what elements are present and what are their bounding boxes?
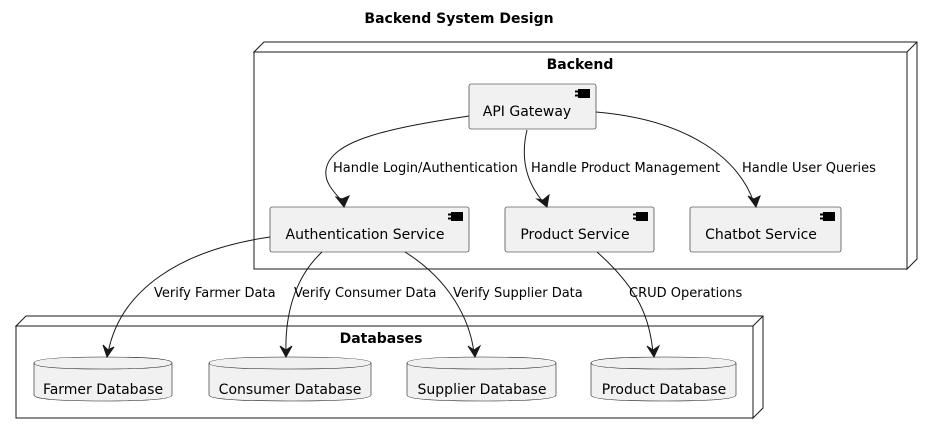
edge-verify-consumer-label: Verify Consumer Data — [294, 286, 436, 301]
edge-login: Handle Login/Authentication — [325, 115, 518, 208]
edge-verify-consumer: Verify Consumer Data — [279, 251, 436, 359]
auth-service-box — [269, 206, 470, 253]
api-gateway-box — [468, 83, 597, 130]
farmer-database-shape — [33, 356, 173, 402]
product-service-box — [504, 206, 655, 253]
databases-node-edge — [752, 315, 764, 327]
product-database-shape — [590, 356, 737, 402]
edge-user-queries-arrowhead — [747, 194, 761, 209]
edge-verify-supplier-line — [404, 251, 475, 354]
chatbot-service-box — [689, 206, 842, 253]
edge-product-mgmt: Handle Product Management — [523, 129, 720, 208]
edge-verify-farmer: Verify Farmer Data — [102, 236, 276, 359]
auth-service-component: Authentication Service — [269, 206, 470, 253]
product-database-label: Product Database — [602, 382, 726, 398]
edge-verify-supplier-label: Verify Supplier Data — [453, 286, 583, 301]
edge-verify-supplier-arrowhead — [467, 344, 482, 359]
supplier-database: Supplier Database — [406, 356, 557, 402]
edge-verify-farmer-arrowhead — [102, 344, 115, 359]
edge-verify-supplier: Verify Supplier Data — [404, 251, 583, 359]
edge-verify-farmer-label: Verify Farmer Data — [154, 286, 276, 301]
edge-product-mgmt-arrowhead — [535, 193, 550, 208]
backend-node-label: Backend — [547, 57, 614, 73]
api-gateway-label: API Gateway — [483, 104, 571, 120]
consumer-database-label: Consumer Database — [219, 382, 362, 398]
chatbot-service-label: Chatbot Service — [705, 227, 817, 243]
api-gateway-component: API Gateway — [468, 83, 597, 130]
edge-crud-label: CRUD Operations — [629, 286, 742, 301]
backend-node-edge — [906, 41, 918, 53]
consumer-database: Consumer Database — [208, 356, 372, 402]
edge-login-label: Handle Login/Authentication — [333, 161, 518, 176]
farmer-database-rim — [33, 362, 173, 370]
databases-node-label: Databases — [340, 331, 423, 347]
edge-user-queries-line — [595, 111, 755, 204]
edge-product-mgmt-line — [523, 129, 545, 204]
edge-user-queries: Handle User Queries — [595, 111, 876, 209]
product-service-component: Product Service — [504, 206, 655, 253]
consumer-database-shape — [208, 356, 372, 402]
edge-login-line — [325, 115, 470, 204]
edge-verify-farmer-line — [107, 236, 271, 354]
edge-verify-consumer-arrowhead — [279, 345, 293, 359]
farmer-database: Farmer Database — [33, 356, 173, 402]
supplier-database-label: Supplier Database — [418, 382, 547, 398]
edge-crud-arrowhead — [646, 344, 661, 359]
edge-user-queries-label: Handle User Queries — [742, 161, 876, 176]
edge-product-mgmt-label: Handle Product Management — [531, 161, 720, 176]
supplier-database-shape — [406, 356, 557, 402]
auth-service-label: Authentication Service — [286, 227, 445, 243]
product-database-rim — [590, 362, 737, 370]
consumer-database-rim — [208, 362, 372, 370]
edge-crud: CRUD Operations — [596, 251, 742, 359]
diagram-title: Backend System Design — [364, 11, 553, 27]
edge-crud-line — [596, 251, 654, 354]
farmer-database-label: Farmer Database — [43, 382, 163, 398]
product-service-label: Product Service — [520, 227, 629, 243]
chatbot-service-component: Chatbot Service — [689, 206, 842, 253]
edge-login-arrowhead — [334, 195, 350, 208]
supplier-database-rim — [406, 362, 557, 370]
product-database: Product Database — [590, 356, 737, 402]
edge-verify-consumer-line — [285, 251, 323, 354]
